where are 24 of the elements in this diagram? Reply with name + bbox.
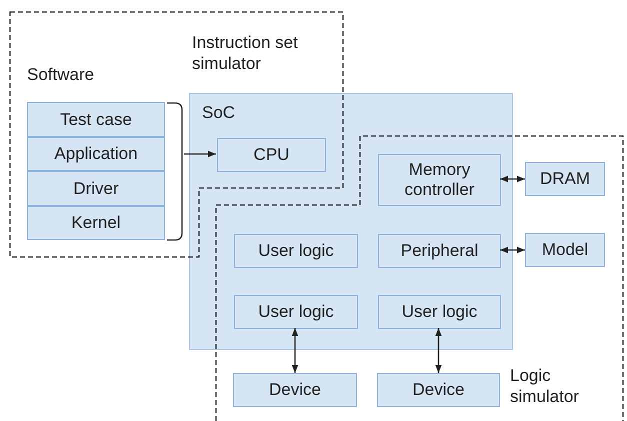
component-box: Memory controller [378, 154, 501, 206]
component-box: Device [377, 373, 500, 407]
component-box: User logic [378, 295, 501, 329]
arrow [184, 150, 216, 158]
component-box: Peripheral [378, 234, 501, 268]
arrow [435, 328, 442, 373]
region-label: Instruction set simulator [192, 32, 299, 74]
arrow [292, 328, 298, 373]
layer-box: Kernel [27, 206, 165, 240]
component-box: User logic [234, 234, 358, 268]
component-box: Device [233, 373, 357, 407]
layer-box: Test case [27, 102, 165, 137]
layer-box: Driver [27, 171, 165, 206]
component-box: Model [525, 233, 605, 267]
layer-box: Application [27, 137, 165, 171]
component-box: DRAM [525, 162, 605, 196]
block-title: SoC [202, 102, 236, 124]
region-label: Logic simulator [510, 365, 580, 407]
arrow [500, 176, 525, 182]
component-box: CPU [217, 138, 326, 172]
arrow [500, 246, 525, 254]
soc-block [189, 93, 513, 350]
group-label: Software [27, 64, 94, 86]
component-box: User logic [234, 295, 358, 329]
